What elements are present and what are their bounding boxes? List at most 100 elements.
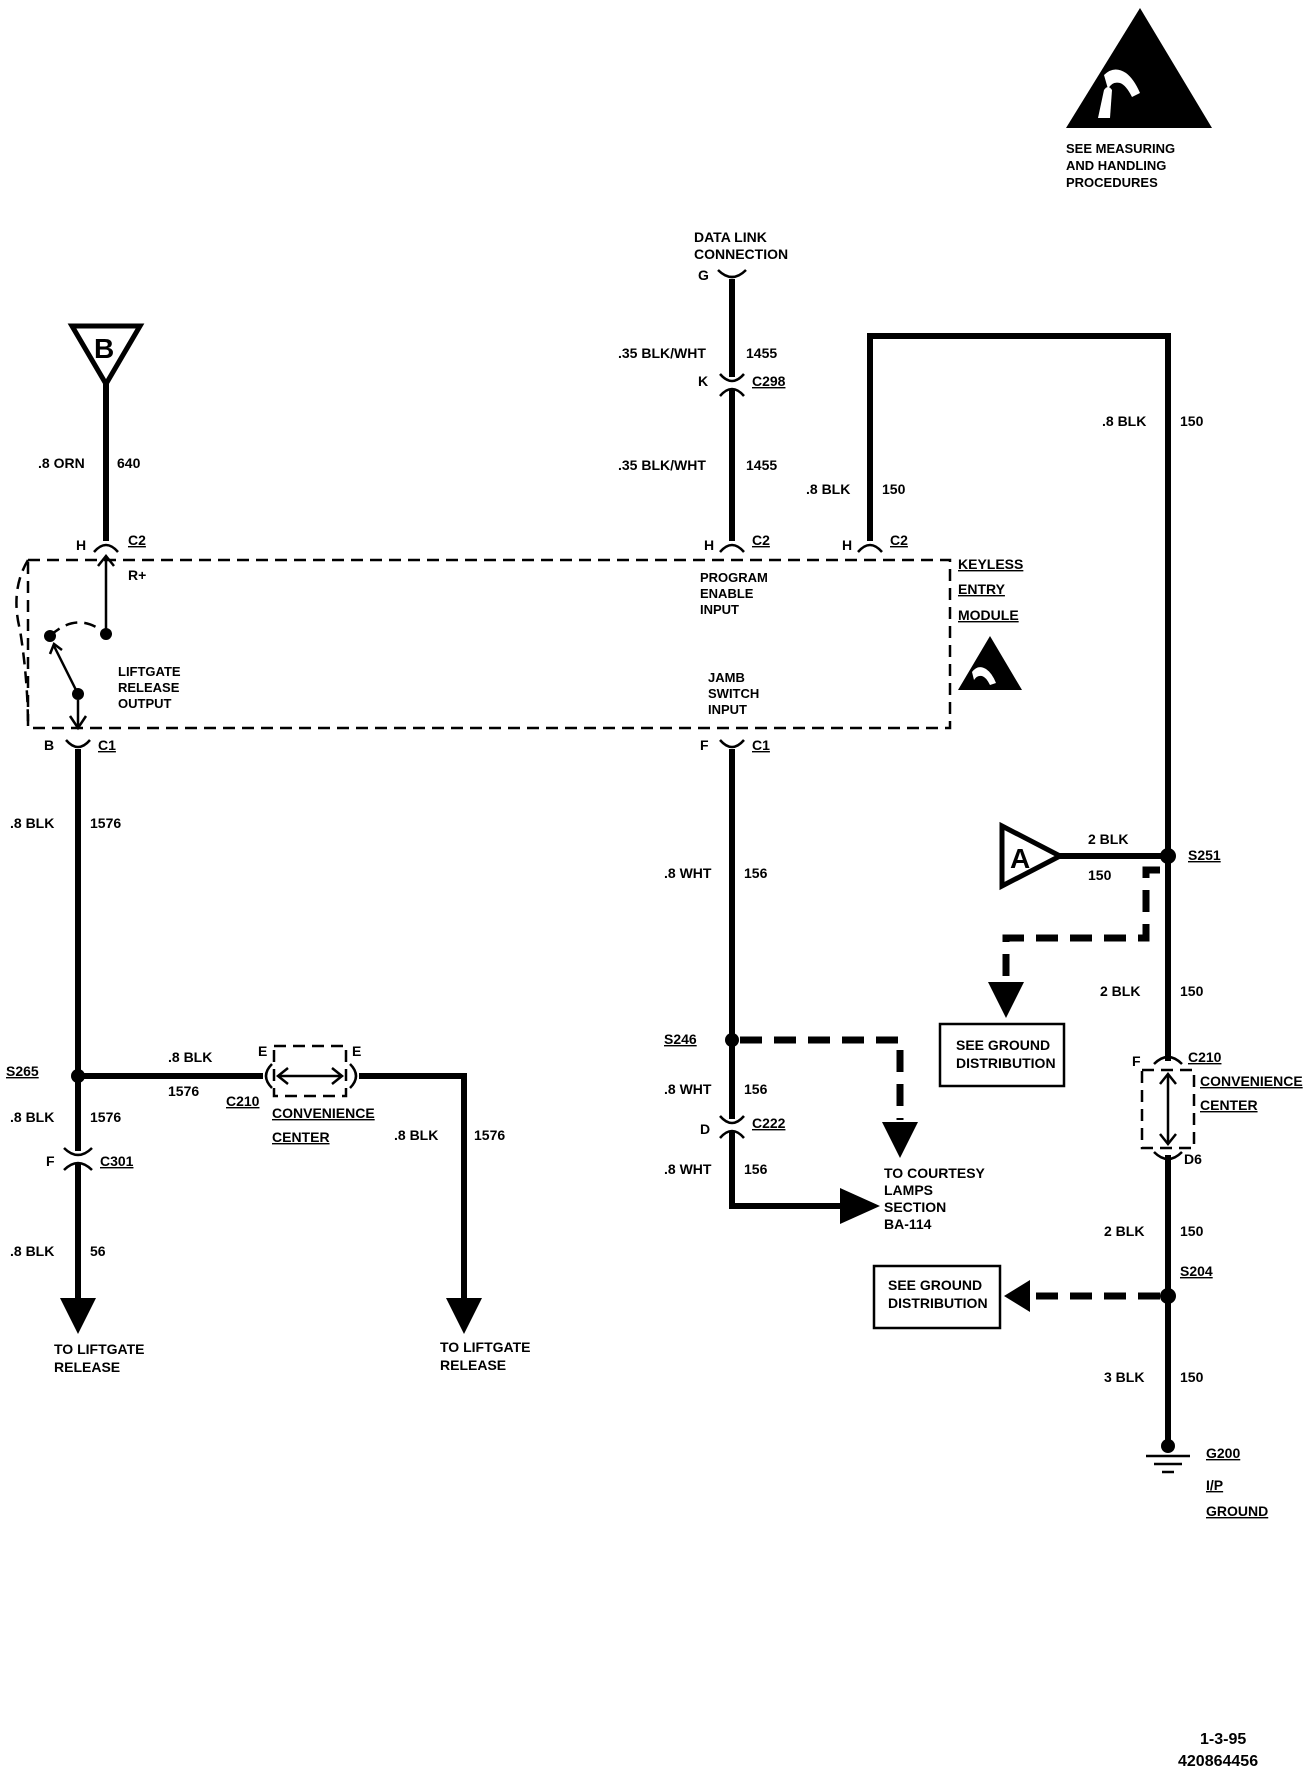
c210-left-desc1: CONVENIENCE <box>272 1105 375 1121</box>
c210-right-connector <box>1140 1055 1196 1161</box>
wire-150-flagA-gauge: 2 BLK <box>1088 831 1128 847</box>
r-plus-label: R+ <box>128 567 146 583</box>
wire-150-flagA-circuit: 150 <box>1088 867 1112 883</box>
ground-dist-1-box <box>938 1022 1066 1088</box>
courtesy-text-1: TO COURTESY <box>884 1165 986 1181</box>
c301-pin: F <box>46 1153 55 1169</box>
c2-h1-name: C2 <box>128 532 146 548</box>
ground-dist-2-text2: DISTRIBUTION <box>888 1295 988 1311</box>
wire-1576a-gauge: .8 BLK <box>10 815 54 831</box>
ground-dist-2-box <box>872 1264 1002 1330</box>
liftgate-label-2: RELEASE <box>118 680 180 695</box>
liftgate-b-arrow <box>446 1298 482 1334</box>
c210-left-connector <box>264 1044 358 1098</box>
courtesy-text-2: LAMPS <box>884 1182 933 1198</box>
c1-f-name: C1 <box>752 737 770 753</box>
flag-a <box>999 821 1066 891</box>
wire-156c-gauge: .8 WHT <box>664 1161 712 1177</box>
wire-1576a-circuit: 1576 <box>90 815 121 831</box>
courtesy-text-4: BA-114 <box>884 1216 932 1232</box>
c2-h1-pin: H <box>76 537 86 553</box>
data-link-title-1: DATA LINK <box>694 229 767 245</box>
liftgate-label-1: LIFTGATE <box>118 664 181 679</box>
wire-640-circuit: 640 <box>117 455 141 471</box>
wire-150d-gauge: 3 BLK <box>1104 1369 1144 1385</box>
wire-150-right-circuit: 150 <box>1180 413 1204 429</box>
wire-156a-circuit: 156 <box>744 865 768 881</box>
data-link-title-2: CONNECTION <box>694 246 788 262</box>
c2-h2-pin: H <box>704 537 714 553</box>
courtesy-text-3: SECTION <box>884 1199 946 1215</box>
wire-1576b-circuit: 1576 <box>168 1083 199 1099</box>
esd-text-2: AND HANDLING <box>1066 158 1166 173</box>
liftgate-a-text-1: TO LIFTGATE <box>54 1341 144 1357</box>
prog-label-2: ENABLE <box>700 586 754 601</box>
flag-b-label: B <box>94 333 114 364</box>
c210-left-desc2: CENTER <box>272 1129 330 1145</box>
wire-150b-circuit: 150 <box>1180 983 1204 999</box>
c210-left-name: C210 <box>226 1093 260 1109</box>
c210-right-desc2: CENTER <box>1200 1097 1258 1113</box>
c2-h3-pin: H <box>842 537 852 553</box>
liftgate-b-text-1: TO LIFTGATE <box>440 1339 530 1355</box>
ground-name: G200 <box>1206 1445 1240 1461</box>
jamb-label-3: INPUT <box>708 702 747 717</box>
prog-label-1: PROGRAM <box>700 570 768 585</box>
module-name-2: ENTRY <box>958 581 1006 597</box>
wire-156c-circuit: 156 <box>744 1161 768 1177</box>
esd-text-1: SEE MEASURING <box>1066 141 1175 156</box>
wire-150b-gauge: 2 BLK <box>1100 983 1140 999</box>
c222-pin: D <box>700 1121 710 1137</box>
c210-right-pin-f: F <box>1132 1053 1141 1069</box>
wire-150c-gauge: 2 BLK <box>1104 1223 1144 1239</box>
wire-640-gauge: .8 ORN <box>38 455 85 471</box>
wire-56-circuit: 56 <box>90 1243 106 1259</box>
c210-right-name: C210 <box>1188 1049 1222 1065</box>
footer-date: 1-3-95 <box>1200 1731 1246 1748</box>
wire-1455-bot-gauge: .35 BLK/WHT <box>618 457 706 473</box>
c2-h3-name: C2 <box>890 532 908 548</box>
c298-name: C298 <box>752 373 786 389</box>
ground-symbol <box>1146 1439 1190 1474</box>
wire-150c-circuit: 150 <box>1180 1223 1204 1239</box>
courtesy-solid-arrow <box>840 1188 880 1224</box>
module-name-1: KEYLESS <box>958 556 1023 572</box>
liftgate-switch <box>44 553 115 731</box>
s265-label: S265 <box>6 1063 39 1079</box>
wire-1455-bot-circuit: 1455 <box>746 457 777 473</box>
wire-1576d-circuit: 1576 <box>474 1127 505 1143</box>
wire-1576c-gauge: .8 BLK <box>10 1109 54 1125</box>
esd-text-3: PROCEDURES <box>1066 175 1158 190</box>
wire-150-mid-gauge: .8 BLK <box>806 481 850 497</box>
wire-156b-circuit: 156 <box>744 1081 768 1097</box>
c210-left-pin-e2: E <box>352 1043 361 1059</box>
c1-b-name: C1 <box>98 737 116 753</box>
data-link-pin: G <box>698 267 709 283</box>
module-name-3: MODULE <box>958 607 1019 623</box>
ground-dist-2-text1: SEE GROUND <box>888 1277 982 1293</box>
s204-label: S204 <box>1180 1263 1213 1279</box>
wire-1455-top-circuit: 1455 <box>746 345 777 361</box>
wire-150-mid-circuit: 150 <box>882 481 906 497</box>
liftgate-b-text-2: RELEASE <box>440 1357 506 1373</box>
prog-label-3: INPUT <box>700 602 739 617</box>
wire-1455-top-gauge: .35 BLK/WHT <box>618 345 706 361</box>
wire-1576b-gauge: .8 BLK <box>168 1049 212 1065</box>
footer-id: 420864456 <box>1178 1753 1258 1770</box>
c210-left-pin-e1: E <box>258 1043 267 1059</box>
ground-dist-2-arrow <box>1004 1280 1030 1312</box>
ground-dist-1-arrow <box>988 982 1024 1018</box>
ground-dist-1-text2: DISTRIBUTION <box>956 1055 1056 1071</box>
c301-name: C301 <box>100 1153 134 1169</box>
wire-156b-gauge: .8 WHT <box>664 1081 712 1097</box>
ground-desc2: GROUND <box>1206 1503 1268 1519</box>
jamb-label-2: SWITCH <box>708 686 759 701</box>
jamb-label-1: JAMB <box>708 670 745 685</box>
s251-label: S251 <box>1188 847 1221 863</box>
ground-dist-1-text1: SEE GROUND <box>956 1037 1050 1053</box>
flag-a-label: A <box>1010 843 1030 874</box>
wire-150d-circuit: 150 <box>1180 1369 1204 1385</box>
wire-150-right-gauge: .8 BLK <box>1102 413 1146 429</box>
c210-right-pin-d6: D6 <box>1184 1151 1202 1167</box>
c298-pin: K <box>698 373 708 389</box>
